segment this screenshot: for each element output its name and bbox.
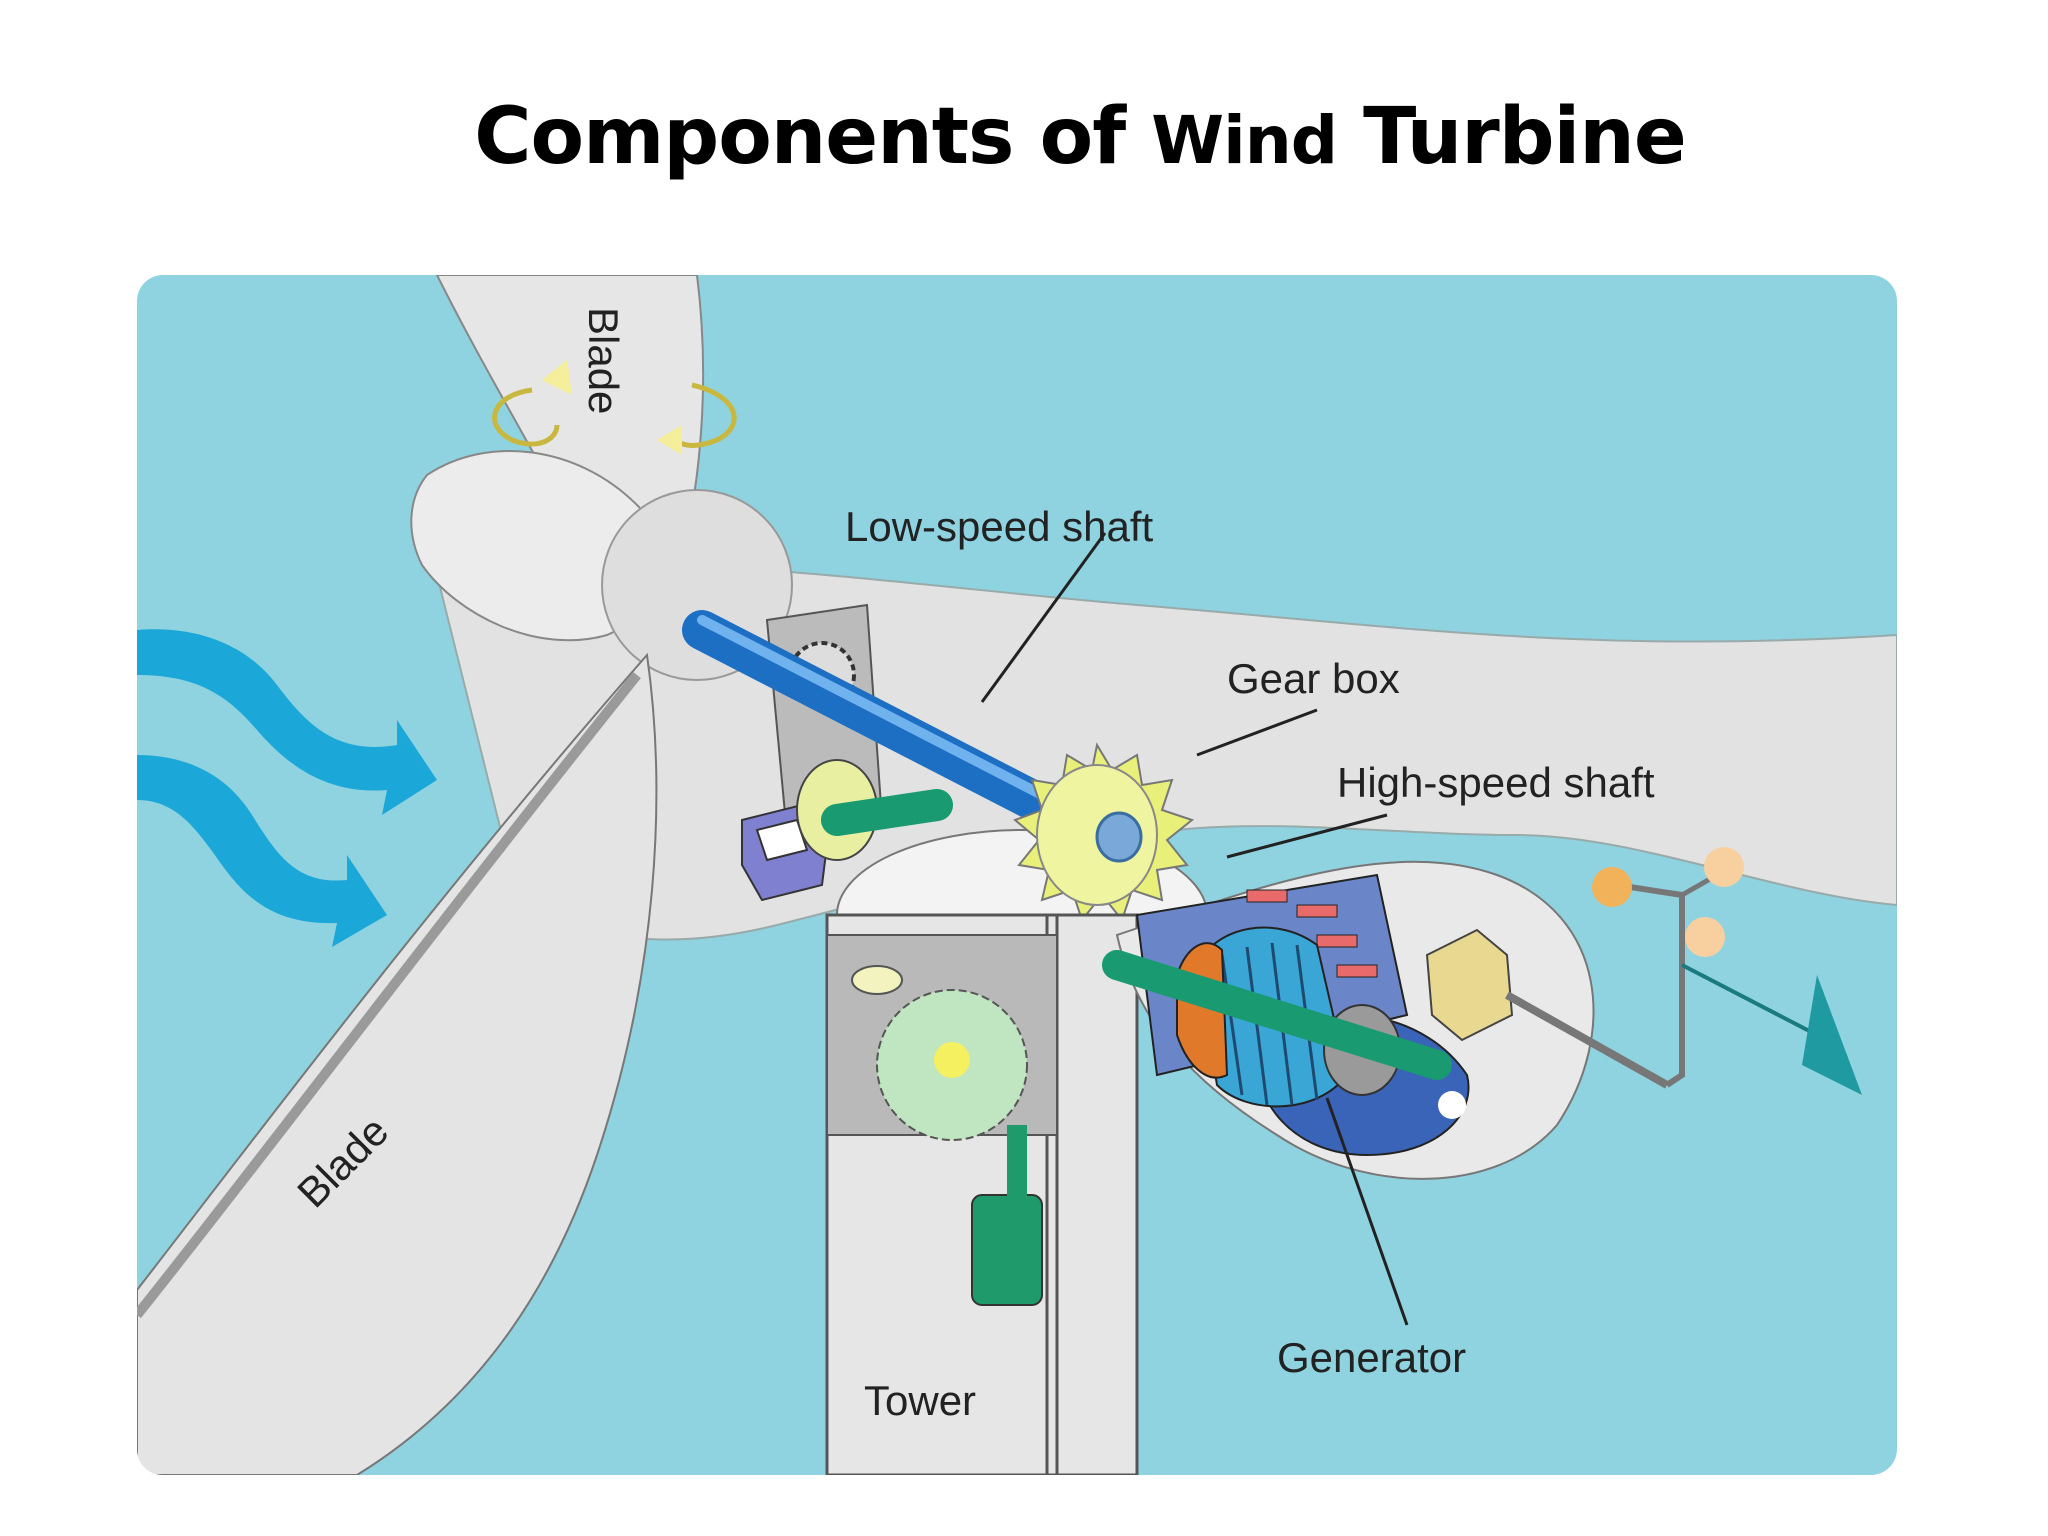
label-low-speed-shaft: Low-speed shaft [845, 503, 1154, 550]
page-title: Components of Wind Turbine [474, 92, 1686, 182]
label-blade-top: Blade [580, 307, 627, 414]
blade-bottom-edge [137, 671, 641, 1319]
wind-turbine-diagram: Blade Blade Low-speed shaft Gear box Hig… [137, 275, 1897, 1475]
anemometer-cup [1592, 867, 1632, 907]
gear-box [1013, 742, 1195, 923]
low-speed-shaft [682, 610, 1062, 825]
label-gear-box: Gear box [1227, 655, 1400, 702]
anemometer-mast [1616, 882, 1685, 1088]
controller-box [1425, 928, 1514, 1042]
wind-arrows [137, 629, 437, 947]
leader-lines [980, 532, 1409, 1326]
blade-bottom [137, 652, 658, 1475]
yaw-motor [971, 1194, 1043, 1306]
label-generator: Generator [1277, 1334, 1466, 1381]
label-tower: Tower [864, 1377, 976, 1424]
wind-vane [1681, 963, 1818, 1037]
high-speed-shaft [1102, 950, 1452, 1080]
label-high-speed-shaft: High-speed shaft [1337, 759, 1655, 806]
